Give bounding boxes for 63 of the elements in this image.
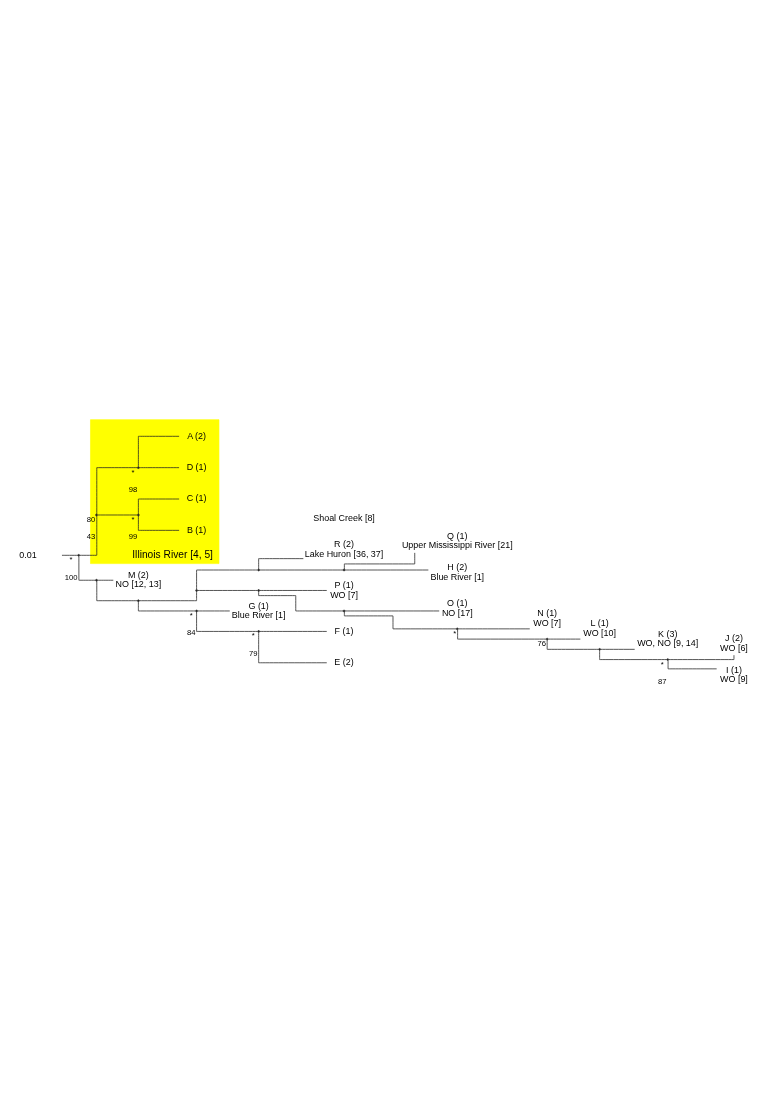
node-point (257, 629, 260, 633)
node-point (137, 513, 140, 516)
connector (667, 659, 718, 669)
connector (457, 628, 531, 629)
node-text: C (1) (186, 492, 207, 503)
node-text: M (2) NO [12, 13] (115, 569, 162, 589)
connector (197, 610, 231, 611)
connector (78, 555, 96, 581)
node-point (545, 637, 549, 640)
node-text: I (1) WO [9] (720, 664, 748, 684)
node-text: A (2) (187, 430, 207, 441)
label: 0.01 (19, 549, 37, 560)
label: Shoal Creek [8] (313, 512, 375, 523)
node-text: N (1) WO [7] (533, 607, 562, 628)
node-point (666, 657, 669, 661)
connector (258, 631, 328, 663)
connector (96, 580, 138, 601)
node-text: R (2) Lake Huron [36, 37] (304, 538, 384, 559)
connector (79, 515, 98, 556)
connector (138, 498, 180, 514)
connector (258, 557, 304, 569)
node-point (195, 588, 198, 592)
connector (668, 654, 735, 660)
node-text: L (1) WO [10] (583, 617, 617, 638)
node-point (257, 588, 260, 592)
node-point (137, 465, 140, 469)
node-text: O (1) NO [17] (441, 597, 473, 618)
node-text: D (1) (186, 461, 207, 472)
connector (97, 579, 114, 581)
connector (138, 435, 180, 467)
node-point (77, 553, 80, 557)
connector (97, 514, 138, 515)
node-point (95, 578, 98, 581)
connector (138, 515, 180, 531)
node-point (195, 609, 198, 612)
connector (599, 649, 668, 660)
node-text: J (2) WO [6] (720, 632, 748, 653)
connector (259, 630, 328, 632)
node-point (257, 568, 260, 571)
node-text: Q (1) Upper Mississippi River [21] (401, 530, 513, 550)
node-point (95, 513, 98, 516)
node-text: P (1) WO [7] (330, 579, 358, 600)
node-text: B (1) (186, 524, 207, 535)
connector (139, 590, 197, 601)
connector (139, 466, 180, 468)
connector (196, 611, 258, 632)
connector (259, 589, 328, 591)
connector (96, 466, 138, 514)
connector (600, 648, 636, 650)
node-point (137, 598, 140, 602)
connector (138, 600, 196, 611)
node-text: H (2) Blue River [1] (430, 561, 485, 582)
connector (196, 569, 258, 590)
node-point (598, 647, 601, 651)
connector (61, 554, 79, 556)
node-text: E (2) (334, 656, 354, 667)
node-text: F (1) (334, 625, 354, 636)
node-point (342, 609, 346, 612)
node-text: K (3) WO, NO [9, 14] (637, 628, 699, 648)
node-point (342, 568, 346, 571)
node-text: G (1) Blue River [1] (231, 600, 286, 620)
connector (197, 589, 258, 591)
node-point (456, 627, 459, 630)
